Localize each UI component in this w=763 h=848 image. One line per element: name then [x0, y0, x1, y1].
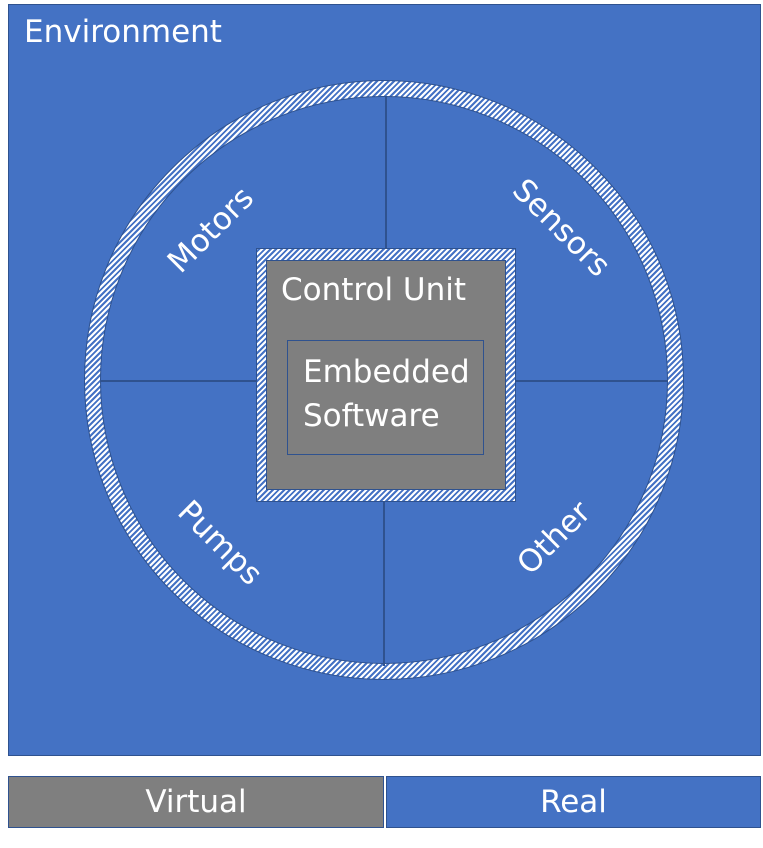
divider-bottom: [383, 502, 385, 666]
divider-top: [385, 96, 387, 248]
embedded-line-1: Embedded: [303, 354, 470, 390]
divider-right: [516, 380, 668, 382]
embedded-line-2: Software: [303, 398, 440, 434]
control-unit-box: [266, 260, 506, 490]
legend-real: Real: [386, 776, 761, 828]
legend-virtual: Virtual: [8, 776, 384, 828]
environment-label: Environment: [24, 14, 222, 50]
legend-real-label: Real: [540, 784, 607, 820]
legend-virtual-label: Virtual: [145, 784, 247, 820]
embedded-software-label: Embedded Software: [303, 350, 470, 438]
divider-left: [100, 380, 256, 382]
embedded-software-box: [287, 340, 484, 455]
control-unit-label: Control Unit: [281, 272, 467, 308]
